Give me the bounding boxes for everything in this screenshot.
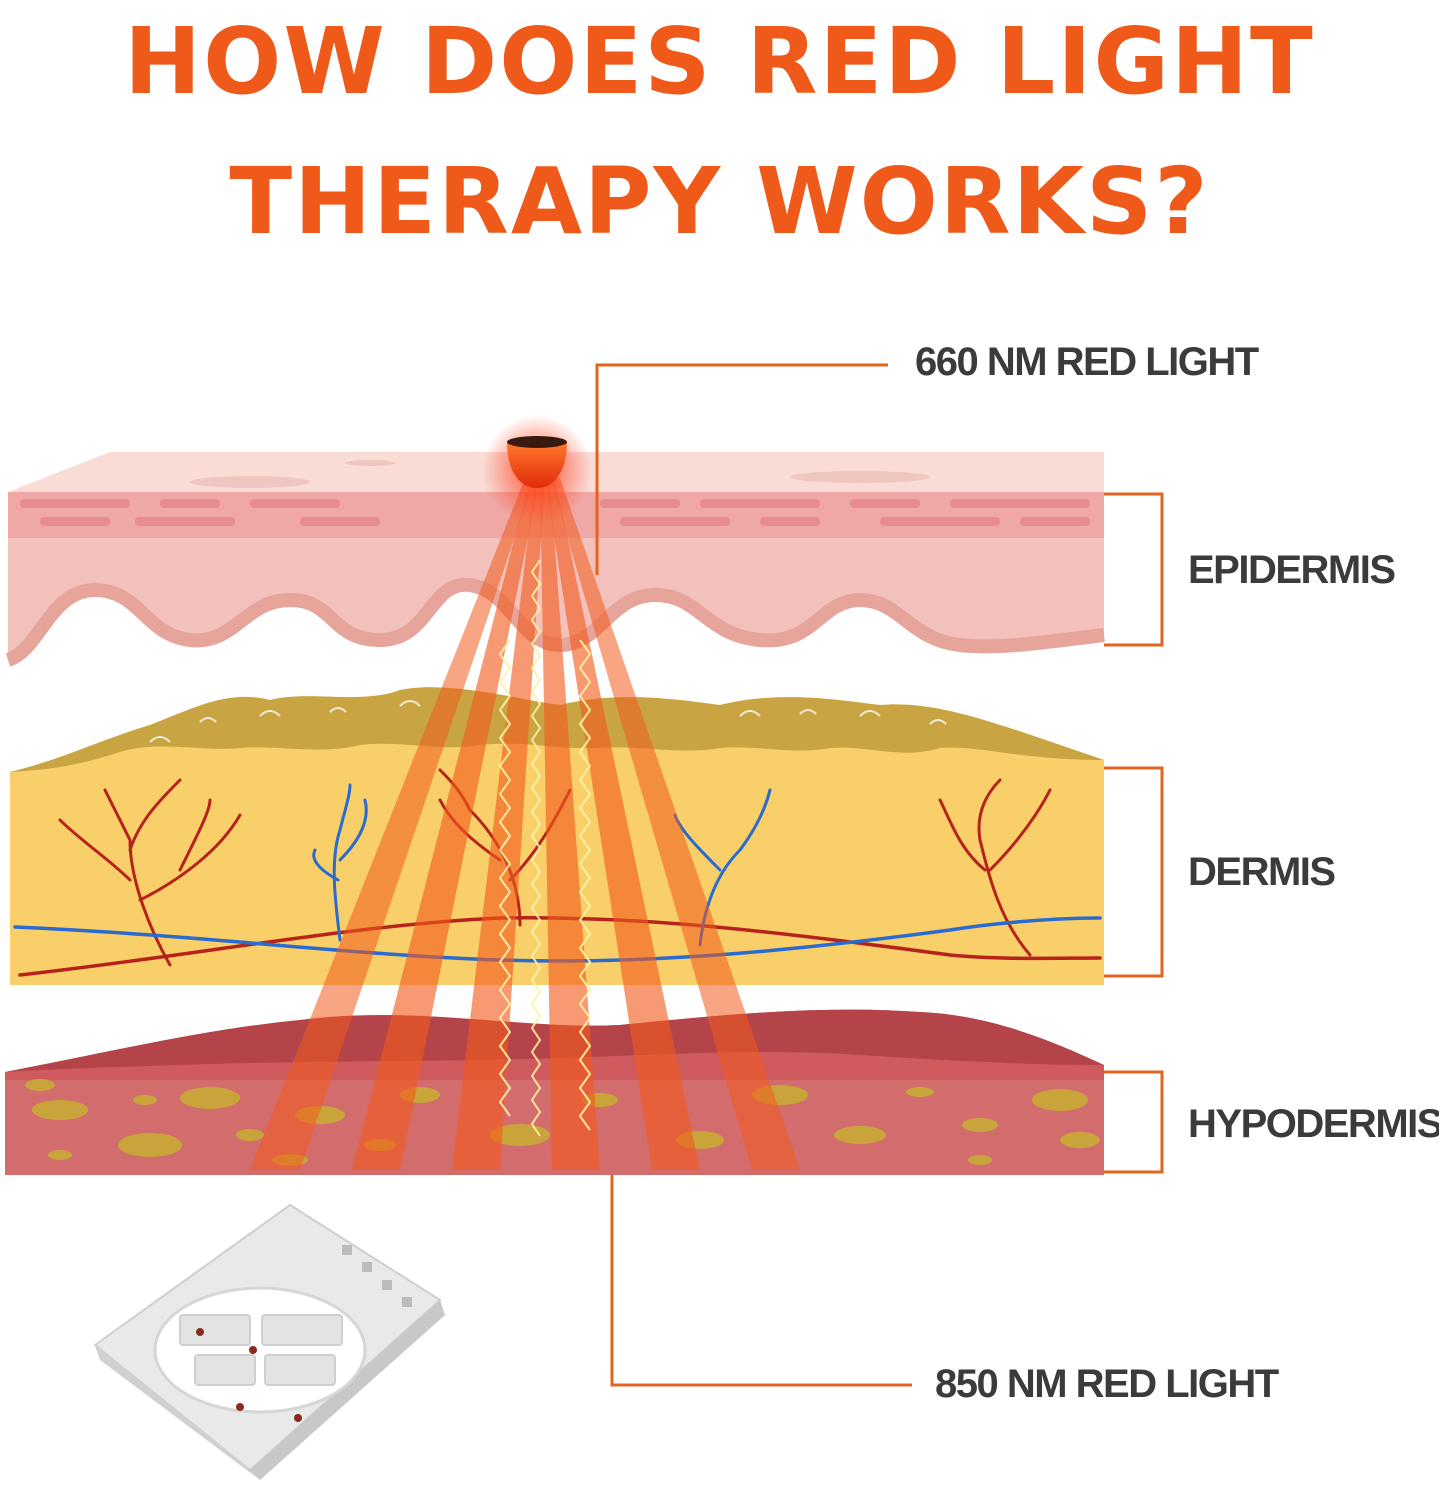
led-emitter <box>482 415 592 525</box>
bracket-dermis <box>1104 766 1164 978</box>
page-title-line-2: THERAPY WORKS? <box>229 148 1210 255</box>
label-850nm-red-light: 850 NM RED LIGHT <box>935 1362 1279 1406</box>
label-epidermis: EPIDERMIS <box>1188 548 1396 592</box>
annotation-lines <box>595 363 1164 1387</box>
leader-660nm <box>595 363 888 575</box>
light-beams <box>250 478 800 1170</box>
label-dermis: DERMIS <box>1188 850 1336 894</box>
bracket-epidermis <box>1104 492 1164 647</box>
label-660nm-red-light: 660 NM RED LIGHT <box>915 340 1259 384</box>
infrared-wave-lines <box>498 559 592 1137</box>
leader-850nm <box>610 1175 912 1387</box>
led-chip-illustration <box>93 1203 445 1480</box>
bracket-hypodermis <box>1104 1070 1164 1174</box>
label-hypodermis: HYPODERMIS <box>1188 1102 1439 1146</box>
page-title-line-1: HOW DOES RED LIGHT <box>124 8 1315 115</box>
